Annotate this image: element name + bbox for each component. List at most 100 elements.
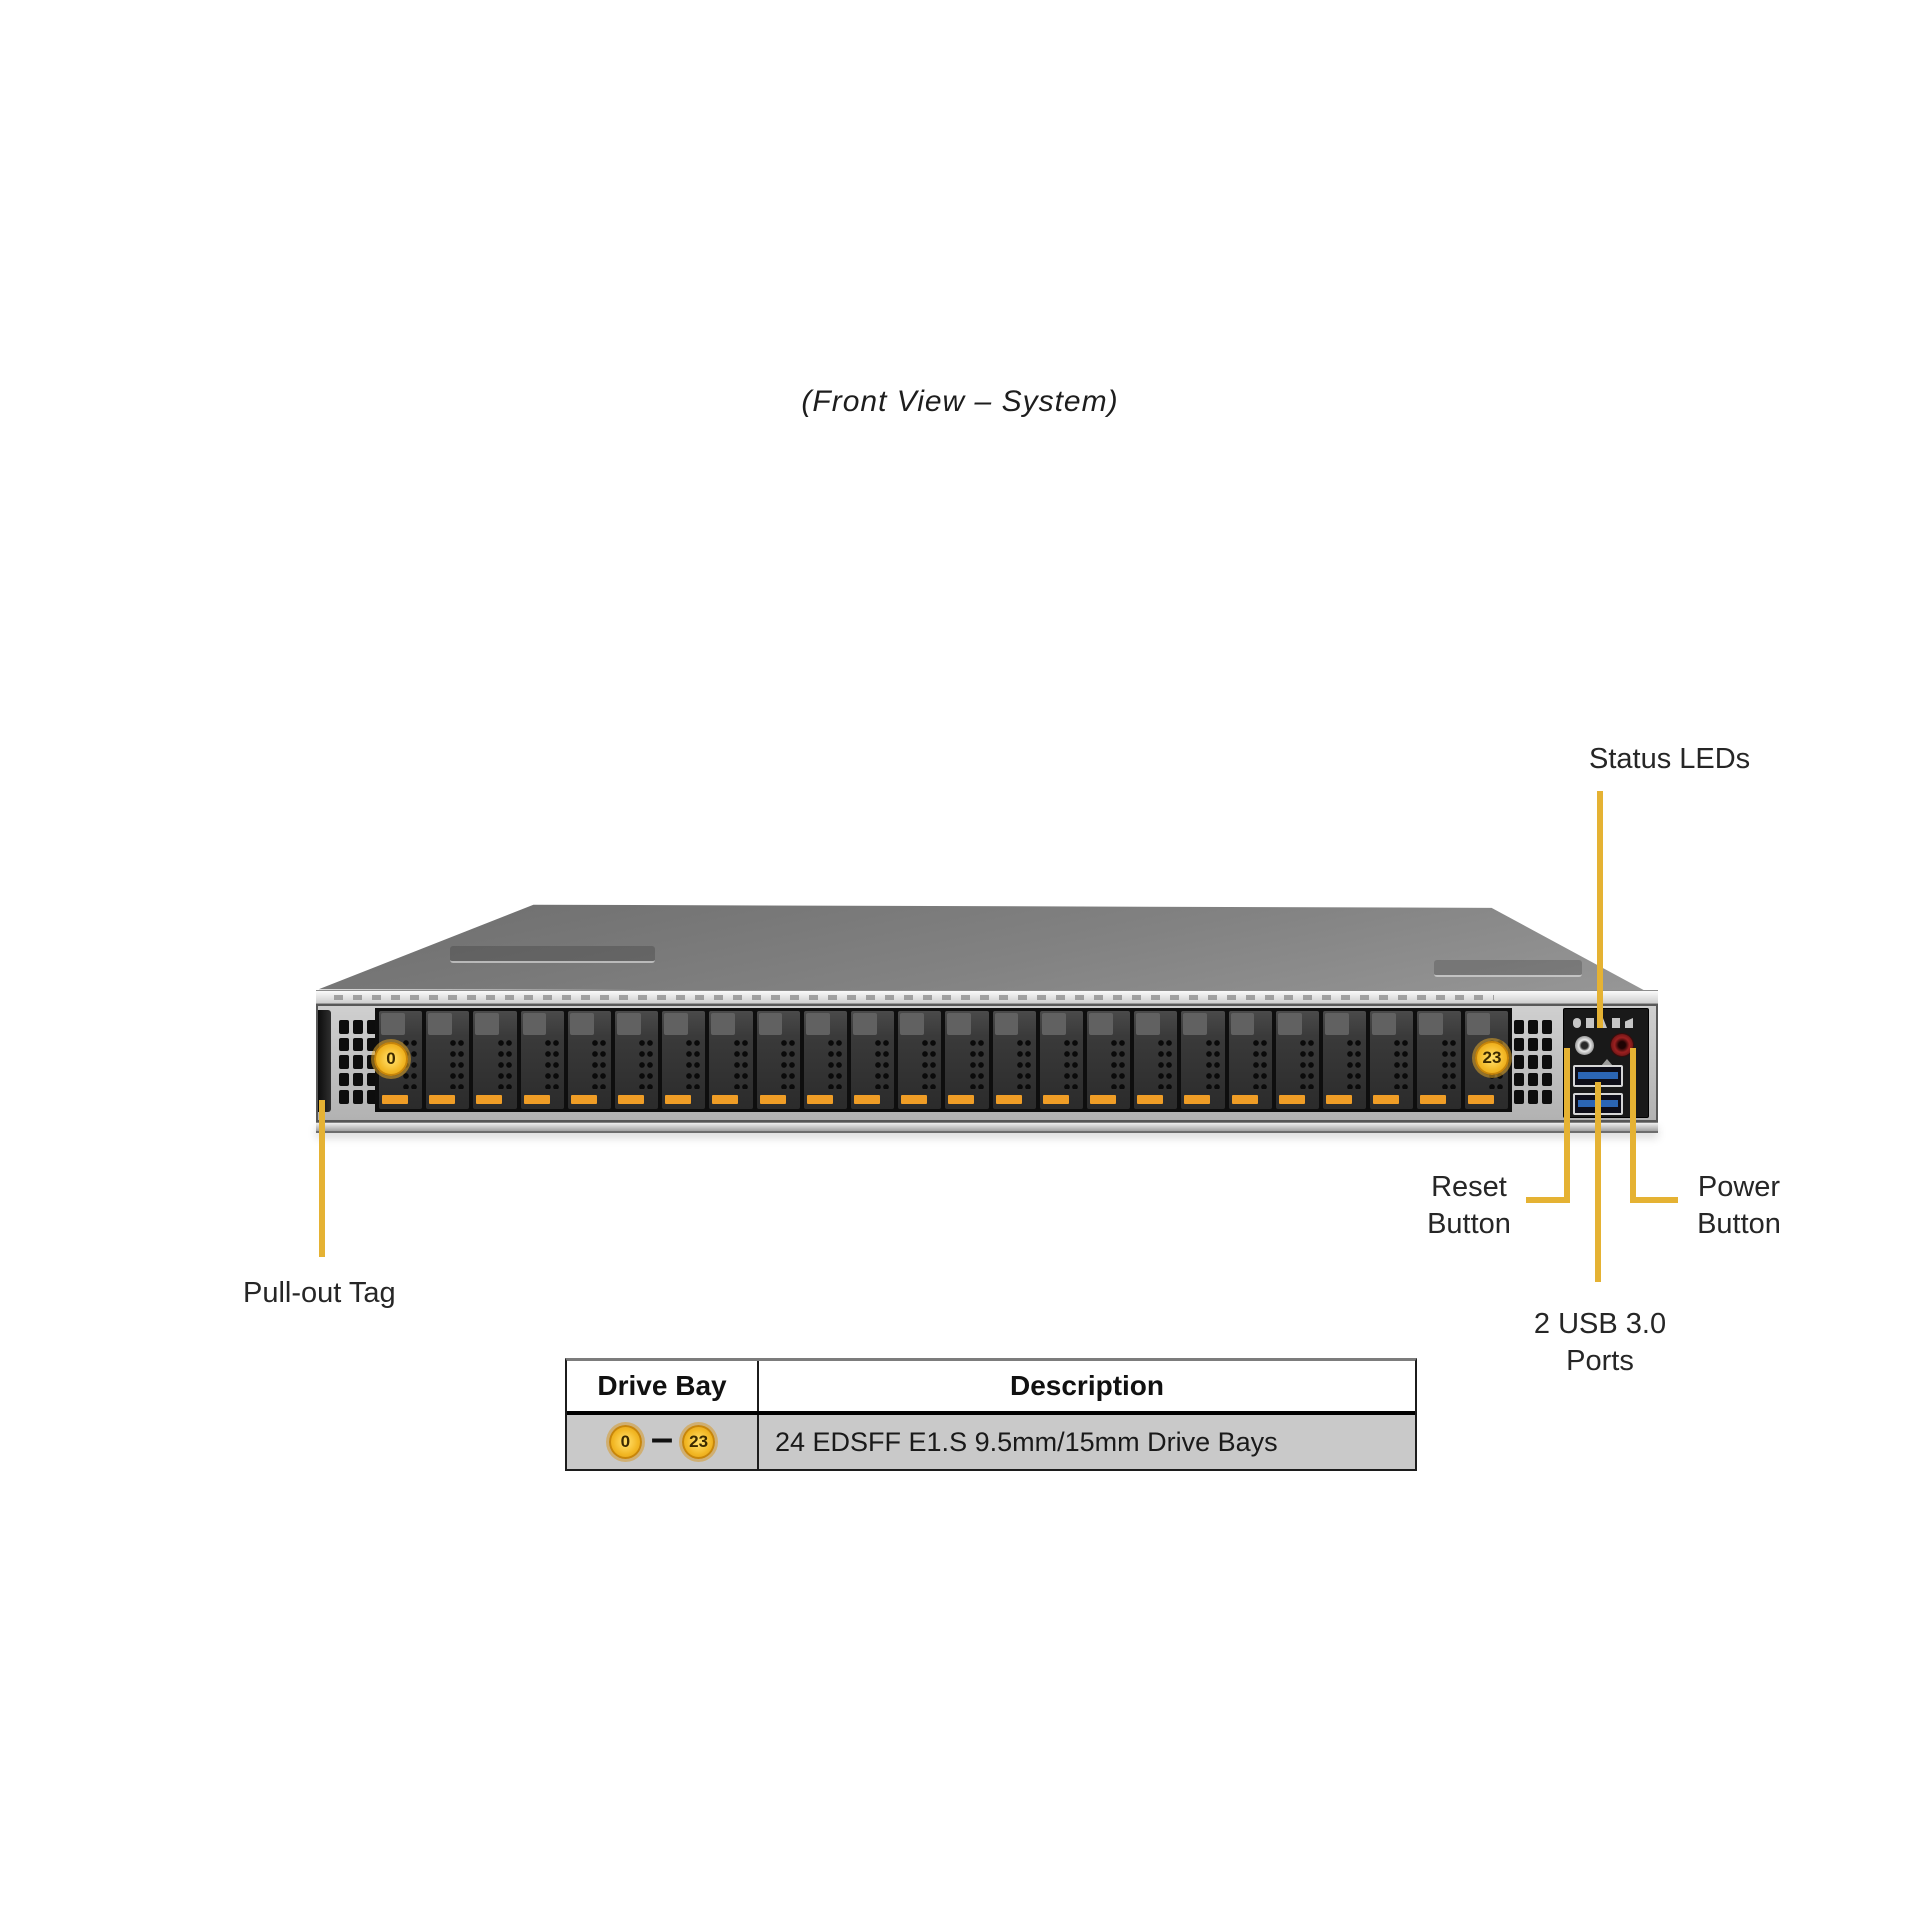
drive-latch <box>712 1095 739 1104</box>
grille-hole <box>1514 1055 1524 1069</box>
bay-end-badge: 23 <box>682 1425 716 1459</box>
table-header-description: Description <box>1009 1370 1165 1401</box>
drive-vent-holes <box>1440 1039 1458 1089</box>
drive-latch <box>854 1095 880 1104</box>
drive-bay <box>851 1011 895 1109</box>
drive-handle <box>381 1013 405 1035</box>
drive-handle <box>1136 1013 1160 1035</box>
drive-latch <box>1467 1095 1494 1104</box>
grille-hole <box>1514 1037 1524 1052</box>
drive-vent-holes <box>732 1039 750 1089</box>
grille-hole <box>367 1037 377 1052</box>
grille-hole <box>353 1037 363 1052</box>
control-panel <box>1563 1008 1649 1118</box>
drive-latch <box>901 1095 928 1104</box>
table-row: 0 – 23 24 EDSFF E1.S 9.5mm/15mm Drive Ba… <box>567 1415 1415 1469</box>
drive-handle <box>428 1013 452 1035</box>
drive-bay <box>520 1011 564 1109</box>
usb-tongue <box>1578 1072 1618 1079</box>
drive-handle <box>1041 1013 1066 1035</box>
grille-hole <box>1542 1037 1552 1052</box>
grille-hole <box>339 1072 349 1087</box>
reset-button <box>1575 1036 1594 1055</box>
grille-hole <box>1542 1090 1552 1104</box>
drive-latch <box>1373 1095 1400 1104</box>
label-status-leds: Status LEDs <box>1589 743 1751 775</box>
drive-vent-holes <box>496 1039 514 1089</box>
grille-hole <box>353 1090 363 1104</box>
callout-line-power-button <box>1630 1048 1636 1203</box>
drive-vent-holes <box>638 1039 656 1089</box>
grille-hole <box>339 1090 349 1104</box>
drive-handle <box>947 1013 972 1035</box>
drive-latch <box>1420 1095 1447 1104</box>
grille-hole <box>367 1020 377 1034</box>
status-led-icon <box>1586 1018 1594 1028</box>
grille-hole <box>339 1037 349 1052</box>
callout-line-pull-out-tag <box>319 1100 325 1257</box>
drive-bay-range-cell: 0 – 23 <box>567 1415 759 1469</box>
drive-handle <box>475 1013 500 1035</box>
drive-bay <box>1039 1011 1084 1109</box>
drive-vent-holes <box>779 1039 797 1089</box>
drive-handle <box>569 1013 594 1035</box>
drive-bay <box>1323 1011 1367 1109</box>
drive-handle <box>522 1013 547 1035</box>
grille-hole <box>367 1055 377 1069</box>
drive-vent-holes <box>685 1039 703 1089</box>
drive-latch <box>806 1095 833 1104</box>
drive-handle <box>617 1013 641 1035</box>
drive-vent-holes <box>1110 1039 1128 1089</box>
drive-handle <box>1419 1013 1444 1035</box>
vent-slots <box>334 995 1494 1000</box>
drive-bay <box>426 1011 470 1109</box>
drive-vent-holes <box>449 1039 467 1089</box>
panel-arrow-icon <box>1601 1059 1613 1066</box>
bay-start-badge: 0 <box>608 1425 642 1459</box>
callout-line-status-leds <box>1597 791 1603 1028</box>
drive-latch <box>665 1095 692 1104</box>
drive-handle <box>711 1013 736 1035</box>
grille-hole <box>1528 1090 1538 1104</box>
grille-hole <box>339 1020 349 1034</box>
drive-vent-holes <box>827 1039 845 1089</box>
drive-bay <box>1087 1011 1131 1109</box>
drive-vent-holes <box>543 1039 561 1089</box>
status-led-icon <box>1573 1018 1581 1028</box>
drive-bay <box>898 1011 942 1109</box>
range-separator: – <box>650 1416 674 1460</box>
grille-hole <box>1514 1020 1524 1034</box>
drive-latch <box>1184 1095 1211 1104</box>
label-pull-out-tag: Pull-out Tag <box>243 1277 396 1309</box>
chassis-top <box>318 904 1648 992</box>
drive-bay <box>1417 1011 1461 1109</box>
drive-bay <box>1181 1011 1225 1109</box>
drive-bay <box>567 1011 612 1109</box>
grille-hole <box>339 1055 349 1069</box>
drive-latch <box>476 1095 503 1104</box>
callout-line-usb-ports <box>1595 1082 1601 1282</box>
drive-vent-holes <box>591 1039 609 1089</box>
server-chassis: 0 23 <box>316 902 1658 1134</box>
status-led-icon <box>1599 1018 1607 1028</box>
drive-vent-holes <box>1346 1039 1364 1089</box>
drive-bay <box>756 1011 800 1109</box>
drive-latch <box>1042 1095 1069 1104</box>
drive-latch <box>1326 1095 1352 1104</box>
drive-handle <box>758 1013 783 1035</box>
drive-handle <box>1277 1013 1302 1035</box>
chassis-front: 0 23 <box>316 1004 1658 1122</box>
drive-bay <box>992 1011 1036 1109</box>
bay-0-badge: 0 <box>374 1042 408 1076</box>
drive-bay <box>473 1011 517 1109</box>
drive-handle <box>1230 1013 1255 1035</box>
grille-hole <box>1514 1090 1524 1104</box>
drive-latch <box>523 1095 550 1104</box>
status-led-icon <box>1625 1018 1633 1028</box>
drive-bay <box>1275 1011 1320 1109</box>
top-latch-recess <box>1434 960 1582 977</box>
drive-vent-holes <box>1063 1039 1081 1089</box>
drive-bay <box>1228 1011 1272 1109</box>
drive-latch <box>570 1095 597 1104</box>
